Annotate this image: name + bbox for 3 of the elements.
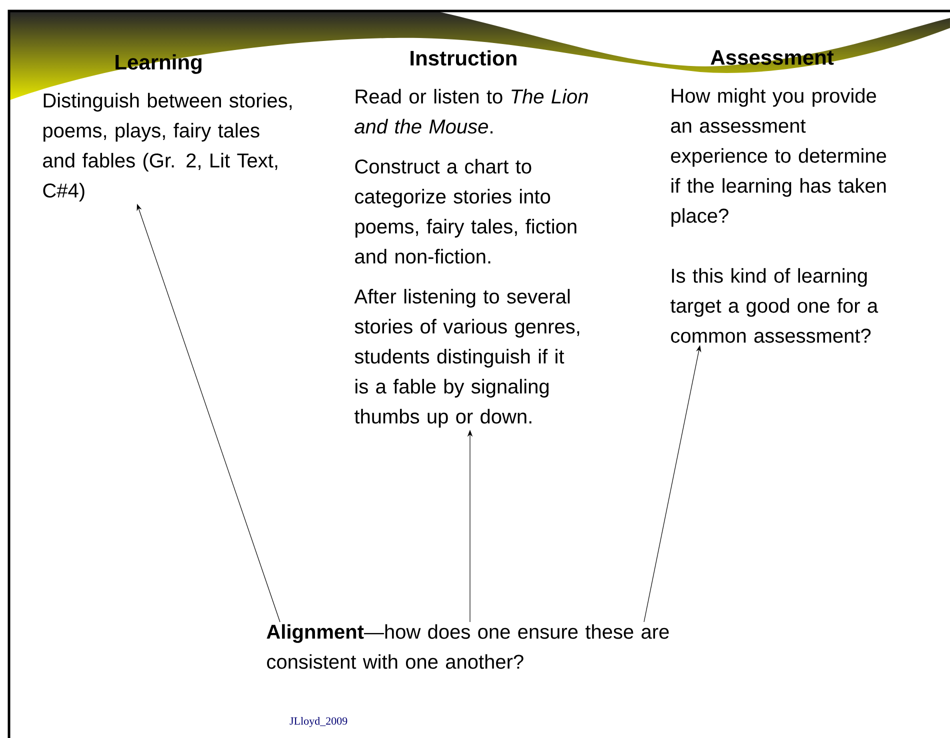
text-column: Instruction Read or listen to The Lion and the Mouse. Construct a chart to categorize stories into poems, fairy tales, fiction and non-fiction. After listening to several stories of various genres, students distinguish if it is a fable by signaling thumbs up or down. <box>354 50 588 428</box>
alignment-note: Alignment—how does one ensure these are consistent with one another? <box>266 624 669 669</box>
author-credit: JLloyd_2009 <box>290 717 348 727</box>
